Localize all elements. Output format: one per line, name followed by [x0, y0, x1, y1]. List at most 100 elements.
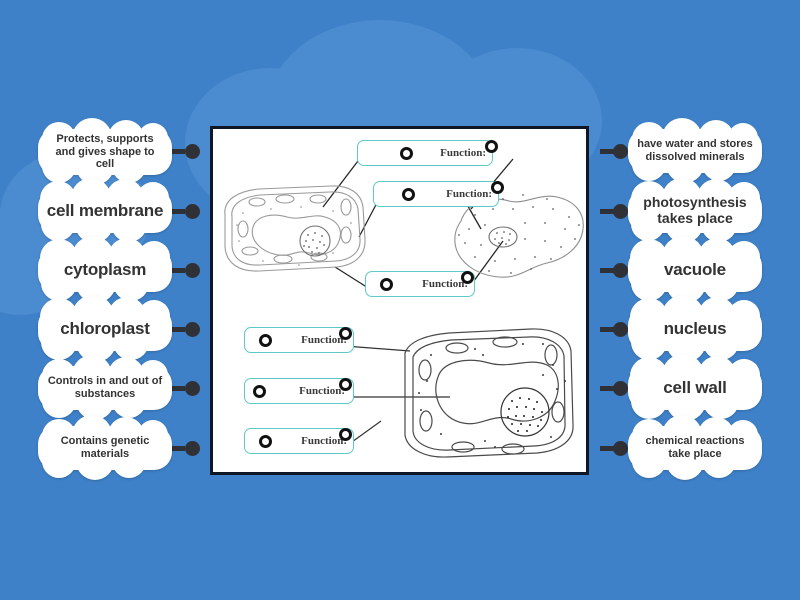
function-label: Function: — [301, 334, 347, 346]
word-card-label: cytoplasm — [63, 260, 147, 280]
connector-line — [168, 208, 185, 214]
word-card-chloroplast[interactable]: chloroplast — [38, 295, 172, 362]
connector-knob[interactable] — [185, 144, 200, 160]
label-card-row-left-4[interactable]: chloroplast — [38, 295, 200, 362]
label-card-row-left-3[interactable]: cytoplasm — [38, 236, 200, 303]
answer-box-6[interactable]: Function: — [244, 428, 354, 454]
answer-box-1-endpoint[interactable] — [485, 140, 498, 153]
label-card-row-left-2[interactable]: cell membrane — [38, 178, 200, 243]
card-connector — [168, 321, 200, 337]
word-card-controls-in-and-out[interactable]: Controls in and out of substances — [38, 355, 172, 420]
answer-box-6-endpoint[interactable] — [339, 428, 352, 441]
connector-knob[interactable] — [185, 380, 200, 396]
word-card-label: Contains genetic materials — [60, 435, 150, 460]
label-card-row-right-4[interactable]: nucleus — [600, 295, 762, 362]
connector-line — [168, 445, 185, 451]
answer-box-4[interactable]: Function: — [244, 327, 354, 353]
card-connector — [600, 262, 628, 278]
answer-box-4-endpoint[interactable] — [339, 327, 352, 340]
word-card-cell-wall[interactable]: cell wall — [628, 354, 762, 421]
connector-knob[interactable] — [185, 203, 200, 219]
drop-slot-circle[interactable] — [400, 146, 413, 160]
function-label: Function: — [301, 435, 347, 447]
label-card-row-right-2[interactable]: photosynthesis takes place — [600, 178, 762, 243]
animal-cell-top-right — [454, 195, 584, 278]
card-connector — [600, 440, 628, 456]
word-card-photosynthesis-takes-place[interactable]: photosynthesis takes place — [628, 178, 762, 243]
card-connector — [168, 262, 200, 278]
plant-cell-top-left — [224, 185, 366, 272]
word-card-label: cell membrane — [46, 201, 164, 221]
connector-knob[interactable] — [613, 143, 628, 159]
answer-box-1[interactable]: Function: — [357, 140, 493, 166]
drop-slot-circle[interactable] — [253, 384, 266, 398]
word-card-label: photosynthesis takes place — [643, 194, 747, 226]
answer-box-5[interactable]: Function: — [244, 378, 354, 404]
word-card-label: Protects, supports and gives shape to ce… — [55, 133, 155, 171]
word-card-label: chloroplast — [60, 319, 150, 339]
answer-box-2-endpoint[interactable] — [491, 181, 504, 194]
plant-cell-cytoplasm-dots — [236, 206, 352, 266]
connector-knob[interactable] — [613, 440, 628, 456]
animal-cell-nucleus-stipple — [494, 231, 511, 245]
function-label: Function: — [299, 385, 345, 397]
word-card-contains-genetic-materials[interactable]: Contains genetic materials — [38, 415, 172, 480]
plant-cell-nucleus-stipple — [303, 232, 325, 254]
connector-line — [168, 326, 185, 332]
label-card-row-right-1[interactable]: have water and stores dissolved minerals — [600, 118, 762, 183]
drop-slot-circle[interactable] — [402, 187, 415, 201]
word-card-label: have water and stores dissolved minerals — [637, 138, 753, 163]
connector-line — [600, 445, 617, 451]
diagram-panel: Function: Function: Function: Function: … — [210, 126, 589, 475]
label-card-row-left-1[interactable]: Protects, supports and gives shape to ce… — [38, 118, 200, 185]
connector-knob[interactable] — [185, 440, 200, 456]
word-card-vacuole[interactable]: vacuole — [628, 236, 762, 303]
word-card-protects-supports[interactable]: Protects, supports and gives shape to ce… — [38, 118, 172, 185]
drop-slot-circle[interactable] — [259, 434, 272, 448]
connector-knob[interactable] — [185, 321, 200, 337]
connector-knob[interactable] — [613, 380, 628, 396]
connector-knob[interactable] — [185, 262, 200, 278]
word-card-nucleus[interactable]: nucleus — [628, 295, 762, 362]
card-connector — [600, 143, 628, 159]
label-card-row-right-6[interactable]: chemical reactions take place — [600, 415, 762, 480]
function-label: Function: — [446, 188, 492, 200]
leader-lines-bottom — [344, 345, 450, 448]
label-card-row-left-6[interactable]: Contains genetic materials — [38, 415, 200, 480]
word-card-cytoplasm[interactable]: cytoplasm — [38, 236, 172, 303]
label-card-row-left-5[interactable]: Controls in and out of substances — [38, 355, 200, 420]
drop-slot-circle[interactable] — [259, 333, 272, 347]
connector-knob[interactable] — [613, 321, 628, 337]
word-card-chemical-reactions-take-place[interactable]: chemical reactions take place — [628, 415, 762, 480]
label-card-row-right-5[interactable]: cell wall — [600, 354, 762, 421]
word-card-label: Controls in and out of substances — [47, 375, 163, 400]
animal-cell-cytoplasm-stipple — [458, 194, 580, 274]
drop-slot-circle[interactable] — [380, 277, 393, 291]
word-card-label: nucleus — [663, 319, 727, 339]
connector-knob[interactable] — [613, 203, 628, 219]
answer-box-3[interactable]: Function: — [365, 271, 475, 297]
plant-cell-bottom — [404, 328, 574, 458]
cell-diagram-svg — [224, 156, 584, 458]
card-connector — [600, 380, 628, 396]
plant-cell-bottom-nucleus-stipple — [507, 397, 543, 432]
connector-line — [600, 267, 617, 273]
card-connector — [600, 321, 628, 337]
word-card-label: vacuole — [664, 260, 726, 280]
card-connector — [600, 203, 628, 219]
plant-cell-bottom-cytoplasm-dots — [418, 343, 566, 448]
word-card-have-water-stores-minerals[interactable]: have water and stores dissolved minerals — [628, 118, 762, 183]
connector-line — [600, 208, 617, 214]
connector-line — [168, 385, 185, 391]
word-card-cell-membrane[interactable]: cell membrane — [38, 178, 172, 243]
answer-box-2[interactable]: Function: — [373, 181, 499, 207]
connector-line — [600, 148, 617, 154]
card-connector — [168, 203, 200, 219]
answer-box-3-endpoint[interactable] — [461, 271, 474, 284]
card-connector — [168, 380, 200, 396]
connector-knob[interactable] — [613, 262, 628, 278]
answer-box-5-endpoint[interactable] — [339, 378, 352, 391]
connector-line — [600, 326, 617, 332]
label-card-row-right-3[interactable]: vacuole — [600, 236, 762, 303]
word-card-label: chemical reactions take place — [645, 435, 745, 460]
